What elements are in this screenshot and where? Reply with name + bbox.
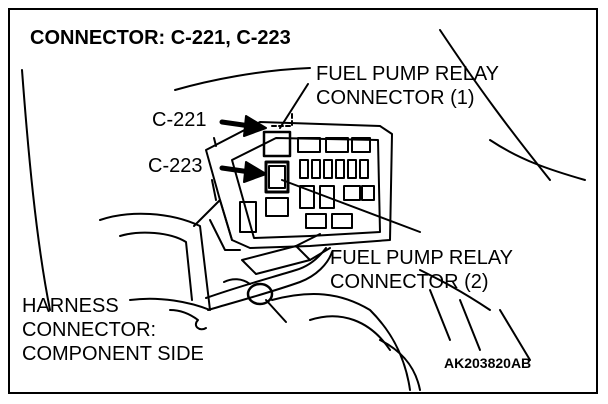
connector-illustration: [21, 29, 586, 391]
dash-right-edge-2: [489, 139, 586, 181]
connector-c221: [262, 130, 292, 158]
dash-upper: [174, 67, 311, 91]
diagram-frame: CONNECTOR: C-221, C-223 C-221 C-223 FUEL…: [8, 8, 598, 394]
label-relay1-line1: FUEL PUMP RELAY: [316, 63, 500, 85]
harness-bundle: [205, 247, 327, 299]
leader-harness: [169, 309, 207, 331]
label-harness-line2: CONNECTOR:: [22, 319, 157, 341]
label-relay1-line2: CONNECTOR (1): [316, 87, 475, 109]
relay1-dash-box: [271, 113, 293, 127]
leader-c221-tick: [213, 137, 217, 147]
label-c221: C-221: [152, 109, 207, 131]
diagram-title: CONNECTOR: C-221, C-223: [30, 27, 291, 49]
label-relay2-line2: CONNECTOR (2): [330, 271, 489, 293]
harness-connector: [246, 282, 274, 306]
leader-c223-tick: [211, 179, 217, 201]
figure-code: AK203820AB: [444, 355, 532, 371]
leader-relay2: [281, 179, 421, 233]
dash-right-edge: [439, 29, 551, 181]
arrow-c223-head: [243, 161, 267, 183]
label-relay2-line1: FUEL PUMP RELAY: [330, 247, 514, 269]
leader-relay1: [279, 83, 309, 129]
bracket: [99, 212, 211, 311]
label-harness-line1: HARNESS: [22, 295, 119, 317]
label-c223: C-223: [148, 155, 203, 177]
arrow-c221-head: [243, 115, 267, 137]
junction-block-inner: [231, 137, 381, 239]
fuse-row: [299, 159, 369, 179]
connector-c223: [264, 160, 290, 194]
label-harness-line3: COMPONENT SIDE: [22, 343, 204, 365]
dash-outline: [21, 69, 51, 311]
